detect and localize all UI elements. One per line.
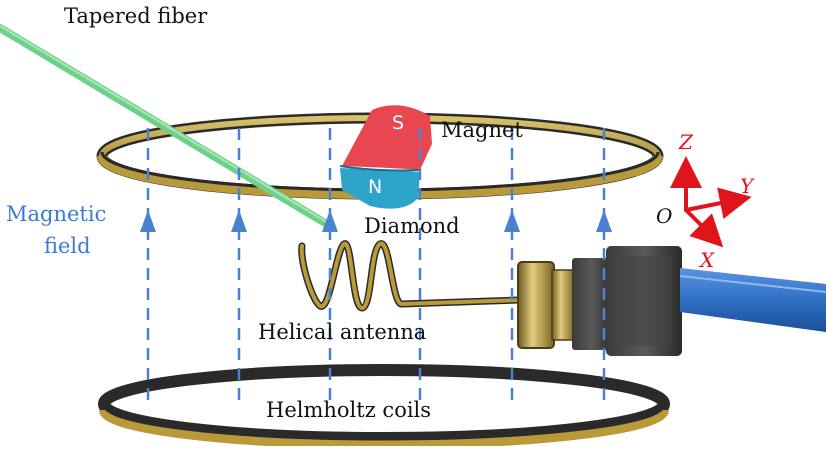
- coax-cable: [679, 268, 826, 332]
- magnet-north-label: N: [368, 176, 383, 198]
- y-axis-label: Y: [740, 174, 754, 198]
- magnet-south-label: S: [392, 112, 405, 134]
- field-arrows: [140, 210, 612, 232]
- diamond-label: Diamond: [364, 214, 460, 238]
- helical-antenna-label: Helical antenna: [258, 320, 427, 344]
- origin-label: O: [656, 204, 673, 228]
- magnet-label: Magnet: [441, 118, 523, 142]
- tapered-fiber: [0, 24, 335, 231]
- magnet: [339, 105, 432, 209]
- magnetic-field-lines: [146, 128, 606, 404]
- field-arrow-icon: [322, 210, 338, 232]
- sma-connector: [517, 246, 682, 356]
- x-axis-arrow: [684, 208, 724, 248]
- magnetic-field-label-line2: field: [44, 234, 91, 258]
- coordinate-axes: [670, 156, 752, 248]
- field-arrow-icon: [596, 210, 612, 232]
- field-arrow-icon: [504, 210, 520, 232]
- helmholtz-coils-label: Helmholtz coils: [266, 398, 432, 422]
- z-axis-label: Z: [679, 130, 693, 154]
- tapered-fiber-label: Tapered fiber: [64, 4, 208, 28]
- helical-antenna: [298, 240, 524, 312]
- field-arrow-icon: [231, 210, 247, 232]
- bottom-helmholtz-coil: [98, 364, 670, 449]
- y-axis-arrow: [684, 187, 752, 219]
- x-axis-label: X: [700, 248, 715, 272]
- magnetic-field-label-line1: Magnetic: [6, 202, 107, 226]
- field-arrow-icon: [140, 210, 156, 232]
